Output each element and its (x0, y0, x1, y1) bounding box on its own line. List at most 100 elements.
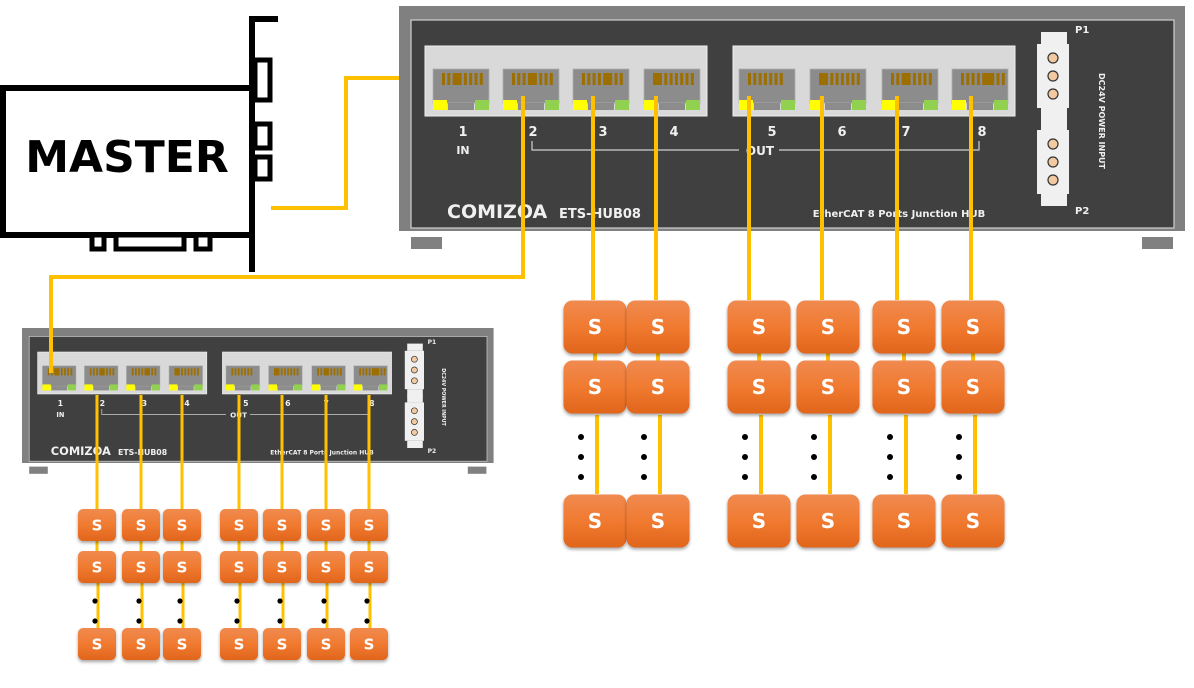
slave-node[interactable]: S (727, 494, 791, 548)
slave-node[interactable]: S (163, 628, 201, 660)
slave-node[interactable]: S (163, 509, 201, 541)
slave-node[interactable]: S (727, 300, 791, 354)
slave-node[interactable]: S (563, 360, 627, 414)
port-number: 4 (669, 125, 678, 140)
port-number: 3 (142, 399, 147, 408)
hub-port-1[interactable] (42, 365, 77, 391)
slave-label: S (651, 375, 665, 399)
port-number: 8 (977, 125, 986, 140)
slave-node[interactable]: S (263, 628, 301, 660)
slave-node[interactable]: S (350, 628, 388, 660)
slave-node[interactable]: S (872, 494, 936, 548)
slave-label: S (897, 375, 911, 399)
slave-node[interactable]: S (941, 300, 1005, 354)
hub-port-8[interactable] (353, 365, 388, 391)
slave-node[interactable]: S (163, 551, 201, 583)
slave-node[interactable]: S (872, 360, 936, 414)
slave-label: S (752, 509, 766, 533)
link-led (226, 384, 235, 391)
slave-label: S (234, 516, 245, 534)
port-number: 2 (528, 125, 537, 140)
slave-node[interactable]: S (350, 509, 388, 541)
continuation-dot (578, 474, 584, 480)
slave-node[interactable]: S (872, 300, 936, 354)
hub-port-3[interactable] (572, 68, 630, 110)
slave-label: S (234, 558, 245, 576)
slave-node[interactable]: S (941, 494, 1005, 548)
slave-node[interactable]: S (78, 551, 116, 583)
power-connector-p1[interactable] (404, 343, 425, 397)
hub-port-7[interactable] (311, 365, 346, 391)
slave-node[interactable]: S (220, 551, 258, 583)
slave-node[interactable]: S (727, 360, 791, 414)
slave-node[interactable]: S (626, 494, 690, 548)
port-number: 5 (767, 125, 776, 140)
slave-node[interactable]: S (796, 360, 860, 414)
slave-node[interactable]: S (626, 360, 690, 414)
slave-node[interactable]: S (563, 494, 627, 548)
port-number: 2 (100, 399, 105, 408)
hub-port-1[interactable] (432, 68, 490, 110)
hub-port-6[interactable] (268, 365, 303, 391)
pin-p (1047, 88, 1059, 100)
activity-led (924, 100, 938, 110)
hub-port-8[interactable] (951, 68, 1009, 110)
slave-node[interactable]: S (307, 628, 345, 660)
in-label: IN (56, 411, 64, 419)
continuation-dot (136, 618, 142, 624)
pin-fg (1047, 52, 1059, 64)
link-led (573, 100, 587, 110)
slave-node[interactable]: S (220, 628, 258, 660)
continuation-dot (956, 434, 962, 440)
hub-port-4[interactable] (643, 68, 701, 110)
out-label: OUT (746, 144, 775, 158)
continuation-dot (578, 434, 584, 440)
continuation-dot (234, 598, 240, 604)
hub-port-4[interactable] (168, 365, 203, 391)
hub-port-2[interactable] (84, 365, 119, 391)
port-number: 6 (837, 125, 846, 140)
power-connector-p2[interactable] (404, 395, 425, 448)
slave-node[interactable]: S (263, 551, 301, 583)
slave-node[interactable]: S (78, 509, 116, 541)
slave-node[interactable]: S (796, 494, 860, 548)
pin-n (1047, 70, 1059, 82)
slave-label: S (136, 516, 147, 534)
hub-port-2[interactable] (502, 68, 560, 110)
hub-port-6[interactable] (809, 68, 867, 110)
slave-label: S (136, 558, 147, 576)
link-led (353, 384, 363, 391)
slave-node[interactable]: S (122, 628, 160, 660)
slave-node[interactable]: S (941, 360, 1005, 414)
slave-node[interactable]: S (220, 509, 258, 541)
hub-port-3[interactable] (126, 365, 161, 391)
continuation-dot (742, 474, 748, 480)
activity-led (67, 384, 76, 391)
slave-node[interactable]: S (78, 628, 116, 660)
power-connector-p1[interactable] (1037, 32, 1069, 120)
slave-node[interactable]: S (263, 509, 301, 541)
continuation-dot (887, 434, 893, 440)
slave-node[interactable]: S (626, 300, 690, 354)
power-port-label: P1 (428, 339, 437, 346)
power-input-label: DC24V POWER INPUT (440, 368, 446, 426)
pin-n (411, 418, 418, 425)
hub-port-5[interactable] (225, 365, 260, 391)
hub-model: ETS-HUB08 (118, 448, 167, 457)
pin-fg (411, 355, 418, 363)
slave-node[interactable]: S (350, 551, 388, 583)
power-connector-p2[interactable] (1037, 118, 1069, 206)
slave-node[interactable]: S (796, 300, 860, 354)
slave-node[interactable]: S (122, 551, 160, 583)
slave-label: S (321, 635, 332, 653)
activity-led (475, 100, 489, 110)
slave-node[interactable]: S (307, 551, 345, 583)
slave-node[interactable]: S (307, 509, 345, 541)
slave-node[interactable]: S (122, 509, 160, 541)
hub-model: ETS-HUB08 (559, 207, 641, 222)
slave-node[interactable]: S (563, 300, 627, 354)
hub-port-7[interactable] (881, 68, 939, 110)
pin-fg (411, 407, 418, 415)
